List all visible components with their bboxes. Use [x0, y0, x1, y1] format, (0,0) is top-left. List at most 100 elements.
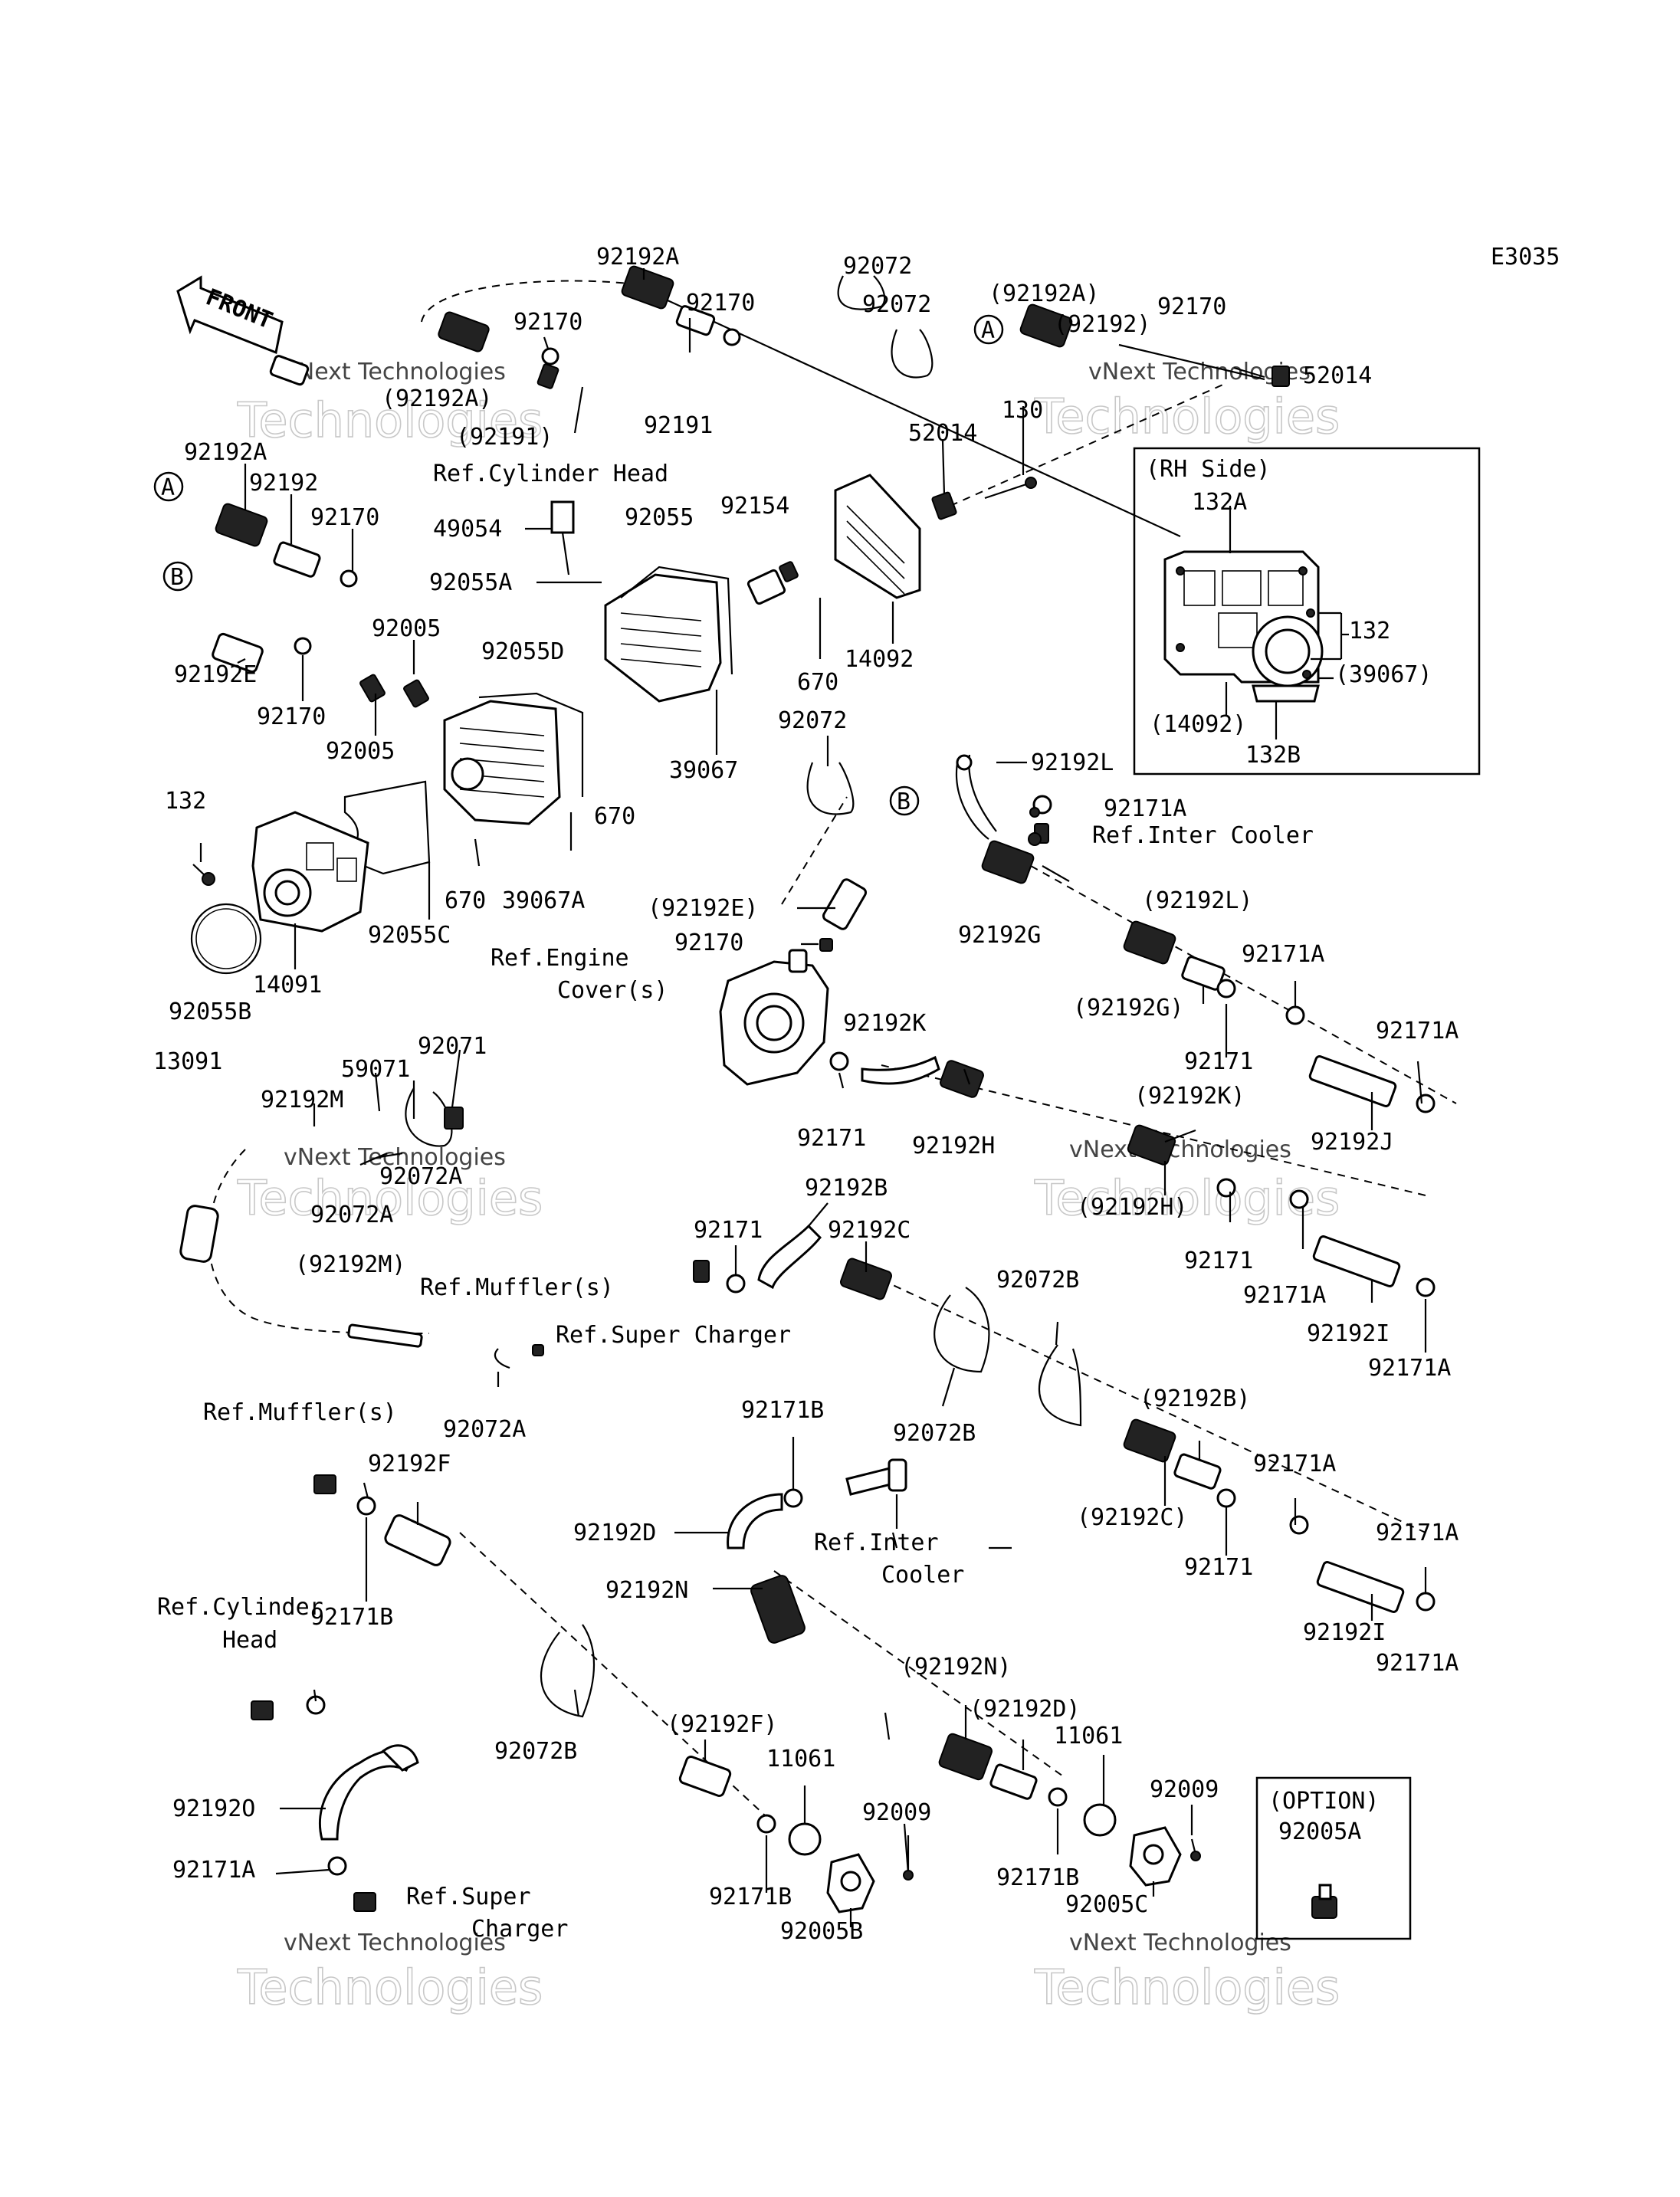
part-label: 92009 — [862, 1799, 931, 1826]
housings — [190, 474, 1182, 1913]
part-label: 92171A — [172, 1857, 255, 1884]
springs — [215, 265, 1176, 1781]
callout-a: A — [981, 317, 995, 344]
callout-b: B — [897, 789, 911, 815]
part-label: 92191 — [644, 412, 713, 439]
part-label: 92072A — [310, 1202, 393, 1228]
part-label: 92009 — [1150, 1776, 1219, 1803]
option-box: (OPTION) 92005A — [1255, 1776, 1412, 1940]
watermark-group: Technologies vNext Technologies Technolo… — [236, 359, 1340, 2016]
part-label: 92055D — [481, 638, 564, 665]
part-label: 92072 — [843, 253, 912, 280]
part-label: 14092 — [845, 646, 914, 673]
part-label: 92171A — [1376, 1018, 1459, 1044]
ref-label: Ref.Inter Cooler — [1092, 822, 1314, 849]
inset-title: (RH Side) — [1146, 456, 1271, 483]
leader-lines — [199, 268, 1427, 1927]
part-label: 92005 — [372, 615, 441, 642]
ref-label: Ref.Muffler(s) — [420, 1274, 614, 1301]
callouts: A A B B — [153, 314, 1004, 816]
part-label: 92055C — [368, 922, 451, 949]
part-label: 13091 — [153, 1048, 222, 1075]
part-label: 92072 — [862, 291, 931, 318]
part-label: 92192B — [805, 1175, 888, 1202]
part-label: 92171A — [1376, 1520, 1459, 1546]
part-label: 92171A — [1104, 795, 1186, 822]
part-label: 92055A — [429, 569, 512, 596]
part-label: (92192D) — [970, 1696, 1081, 1723]
part-label: (92191) — [456, 424, 553, 451]
part-label: 92170 — [686, 290, 755, 316]
part-label: 92170 — [310, 504, 379, 531]
part-label: 92072B — [893, 1420, 976, 1447]
part-label: 92192N — [605, 1577, 688, 1604]
part-label: 132A — [1192, 489, 1247, 516]
part-label: 11061 — [1054, 1723, 1123, 1749]
watermark: vNext Technologies — [284, 1144, 506, 1171]
part-label: 92192I — [1303, 1619, 1386, 1646]
watermark: Technologies — [1034, 389, 1340, 444]
part-label: 92005B — [780, 1918, 863, 1945]
part-label: 92192 — [249, 470, 318, 497]
part-label: 92192F — [368, 1451, 451, 1477]
part-label: 52014 — [1303, 362, 1372, 389]
part-label: 92154 — [720, 493, 789, 520]
part-label: 92192M — [261, 1087, 343, 1113]
part-label: 92171B — [996, 1864, 1079, 1891]
mesh-hoses — [212, 632, 868, 1797]
watermark: Technologies — [237, 1959, 543, 2015]
part-label: 92192K — [843, 1010, 926, 1037]
part-label: (92192M) — [295, 1251, 406, 1278]
part-label: 39067A — [502, 887, 585, 914]
watermark: Technologies — [237, 392, 543, 448]
ref-label: Ref.Super Charger — [556, 1322, 791, 1349]
part-label: 92192E — [174, 661, 257, 688]
part-label: (92192) — [1054, 311, 1150, 338]
part-label: 92055B — [169, 998, 251, 1025]
watermark: Technologies — [1034, 1959, 1340, 2015]
part-label: (92192H) — [1077, 1194, 1188, 1221]
part-label: 132 — [165, 788, 206, 815]
part-label: 92055 — [625, 504, 694, 531]
option-part: 92005A — [1278, 1818, 1361, 1845]
part-label: 92192O — [172, 1795, 255, 1822]
part-label: 92171A — [1368, 1355, 1451, 1382]
option-title: (OPTION) — [1268, 1788, 1380, 1815]
part-label: 92192L — [1031, 749, 1114, 776]
diagram-code: E3035 — [1491, 244, 1560, 271]
part-label: 92072A — [443, 1416, 526, 1443]
part-label: 92072B — [996, 1267, 1079, 1294]
part-label: 92171 — [1184, 1554, 1253, 1581]
watermark: vNext Technologies — [1069, 1930, 1291, 1956]
callout-a: A — [161, 474, 175, 501]
part-label: 49054 — [433, 516, 502, 543]
part-label: 92171 — [1184, 1248, 1253, 1274]
part-label: 670 — [445, 887, 486, 914]
part-label: 92170 — [674, 930, 743, 956]
part-label: 92171 — [694, 1217, 763, 1244]
part-label: 39067 — [669, 757, 738, 784]
ref-label: Ref.Muffler(s) — [203, 1399, 397, 1426]
part-label: (39067) — [1335, 661, 1432, 688]
callout-b: B — [170, 564, 184, 591]
part-label: (92192A) — [989, 280, 1100, 307]
part-label: 670 — [594, 803, 635, 830]
part-label: 92171A — [1376, 1650, 1459, 1677]
ref-label: Cover(s) — [557, 977, 668, 1004]
part-label: (92192B) — [1140, 1385, 1251, 1412]
ref-label: Ref.Inter — [814, 1530, 939, 1556]
part-label: (92192E) — [648, 895, 759, 922]
part-label: (14092) — [1150, 711, 1246, 738]
part-label: 92192J — [1311, 1129, 1393, 1156]
part-label: 92072B — [494, 1738, 577, 1765]
ref-label: Ref.Engine — [491, 945, 629, 972]
part-label: 92171B — [741, 1397, 824, 1424]
part-label: 92170 — [514, 309, 582, 336]
part-label: 92071 — [418, 1033, 487, 1060]
hose-lines — [208, 280, 1457, 1825]
part-label: 92072 — [778, 707, 847, 734]
part-label: 92170 — [257, 703, 326, 730]
part-label: 92192H — [912, 1133, 995, 1159]
part-label: 92192I — [1307, 1320, 1390, 1347]
part-label: 132 — [1349, 618, 1390, 644]
